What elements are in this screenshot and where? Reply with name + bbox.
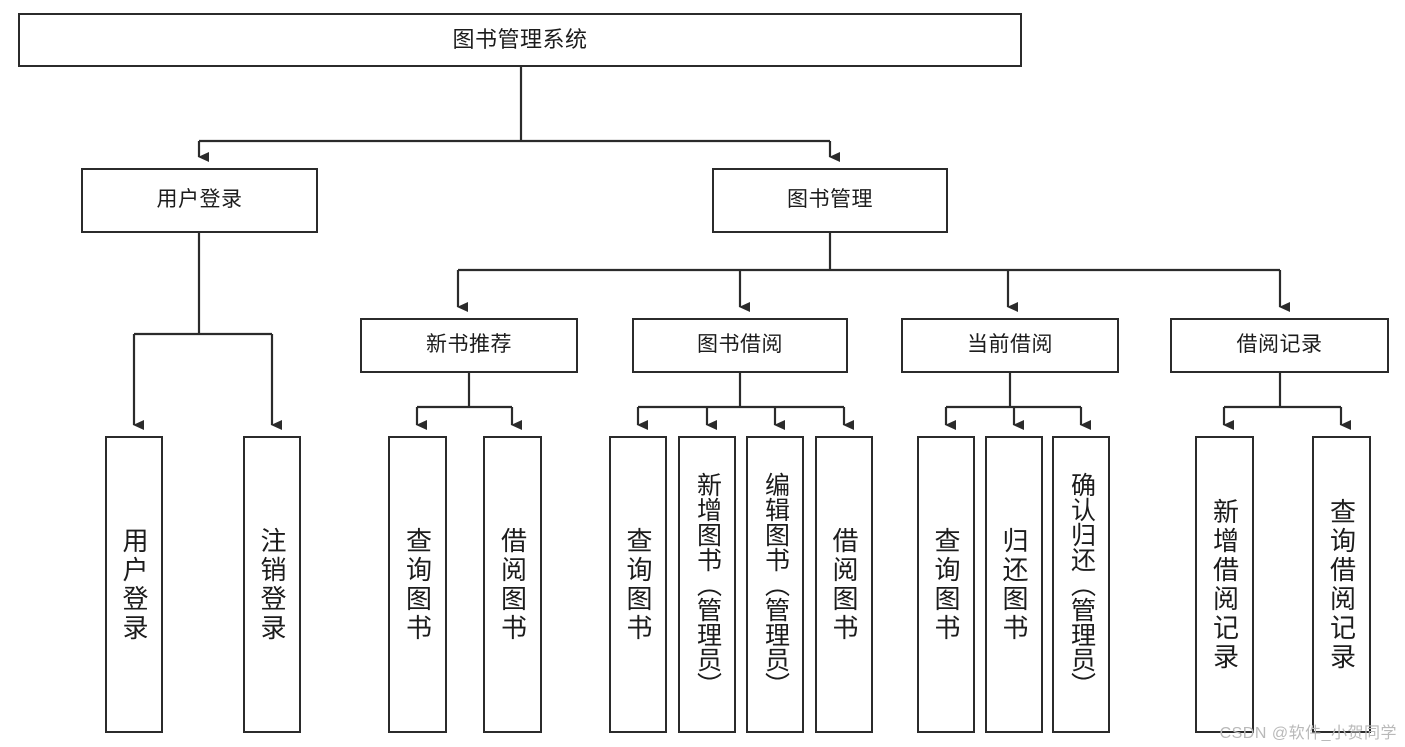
node-leaf-label: 查询图书: [931, 526, 961, 643]
node-leaf-logout[interactable]: 注销登录: [243, 436, 301, 733]
node-leaf-return-book[interactable]: 归还图书: [985, 436, 1043, 733]
node-new-book-recommend-label: 新书推荐: [426, 333, 512, 357]
node-borrow-record[interactable]: 借阅记录: [1170, 318, 1389, 373]
node-leaf-label: 查询图书: [402, 526, 433, 643]
node-leaf-confirm-return-admin[interactable]: 确认归还（管理员）: [1052, 436, 1110, 733]
node-root[interactable]: 图书管理系统: [18, 13, 1022, 67]
edge-borrow-record-to-leaves: [1222, 373, 1351, 430]
node-leaf-label: 借阅图书: [497, 526, 528, 643]
node-leaf-label: 新增借阅记录: [1209, 497, 1240, 672]
node-leaf-user-login[interactable]: 用户登录: [105, 436, 163, 733]
node-current-borrow-label: 当前借阅: [967, 333, 1053, 357]
node-book-management[interactable]: 图书管理: [712, 168, 948, 233]
node-leaf-label: 归还图书: [999, 526, 1029, 643]
node-leaf-label: 新增图书（管理员）: [693, 472, 722, 697]
edge-new-book-rec-to-leaves: [415, 373, 522, 430]
node-root-label: 图书管理系统: [452, 27, 588, 53]
node-new-book-recommend[interactable]: 新书推荐: [360, 318, 578, 373]
node-leaf-label: 用户登录: [119, 526, 149, 643]
node-leaf-edit-book-admin[interactable]: 编辑图书（管理员）: [746, 436, 804, 733]
node-book-borrow[interactable]: 图书借阅: [632, 318, 848, 373]
csdn-watermark: CSDN @软件_小贺同学: [1219, 725, 1397, 742]
edge-root-to-level2: [197, 67, 840, 162]
node-leaf-label: 注销登录: [257, 526, 287, 643]
node-leaf-add-borrow-record[interactable]: 新增借阅记录: [1195, 436, 1254, 733]
node-book-management-label: 图书管理: [787, 188, 873, 212]
node-leaf-label: 借阅图书: [829, 526, 859, 643]
node-leaf-add-book-admin[interactable]: 新增图书（管理员）: [678, 436, 736, 733]
node-current-borrow[interactable]: 当前借阅: [901, 318, 1119, 373]
node-book-borrow-label: 图书借阅: [697, 333, 783, 357]
node-user-login-label: 用户登录: [156, 188, 243, 212]
edge-user-login-to-leaves: [132, 233, 282, 430]
node-leaf-label: 编辑图书（管理员）: [761, 472, 790, 697]
node-leaf-query-book-rec[interactable]: 查询图书: [388, 436, 447, 733]
node-leaf-borrow-book-rec[interactable]: 借阅图书: [483, 436, 542, 733]
node-leaf-borrow-book[interactable]: 借阅图书: [815, 436, 873, 733]
edge-book-mgmt-to-level3: [456, 233, 1290, 312]
node-leaf-query-book[interactable]: 查询图书: [609, 436, 667, 733]
node-leaf-query-book-current[interactable]: 查询图书: [917, 436, 975, 733]
edge-current-borrow-to-leaves: [944, 373, 1091, 430]
node-leaf-query-borrow-record[interactable]: 查询借阅记录: [1312, 436, 1371, 733]
node-user-login[interactable]: 用户登录: [81, 168, 318, 233]
edge-book-borrow-to-leaves: [636, 373, 854, 430]
node-borrow-record-label: 借阅记录: [1236, 333, 1323, 357]
node-leaf-label: 确认归还（管理员）: [1067, 472, 1096, 697]
node-leaf-label: 查询借阅记录: [1326, 497, 1357, 672]
node-leaf-label: 查询图书: [623, 526, 653, 643]
